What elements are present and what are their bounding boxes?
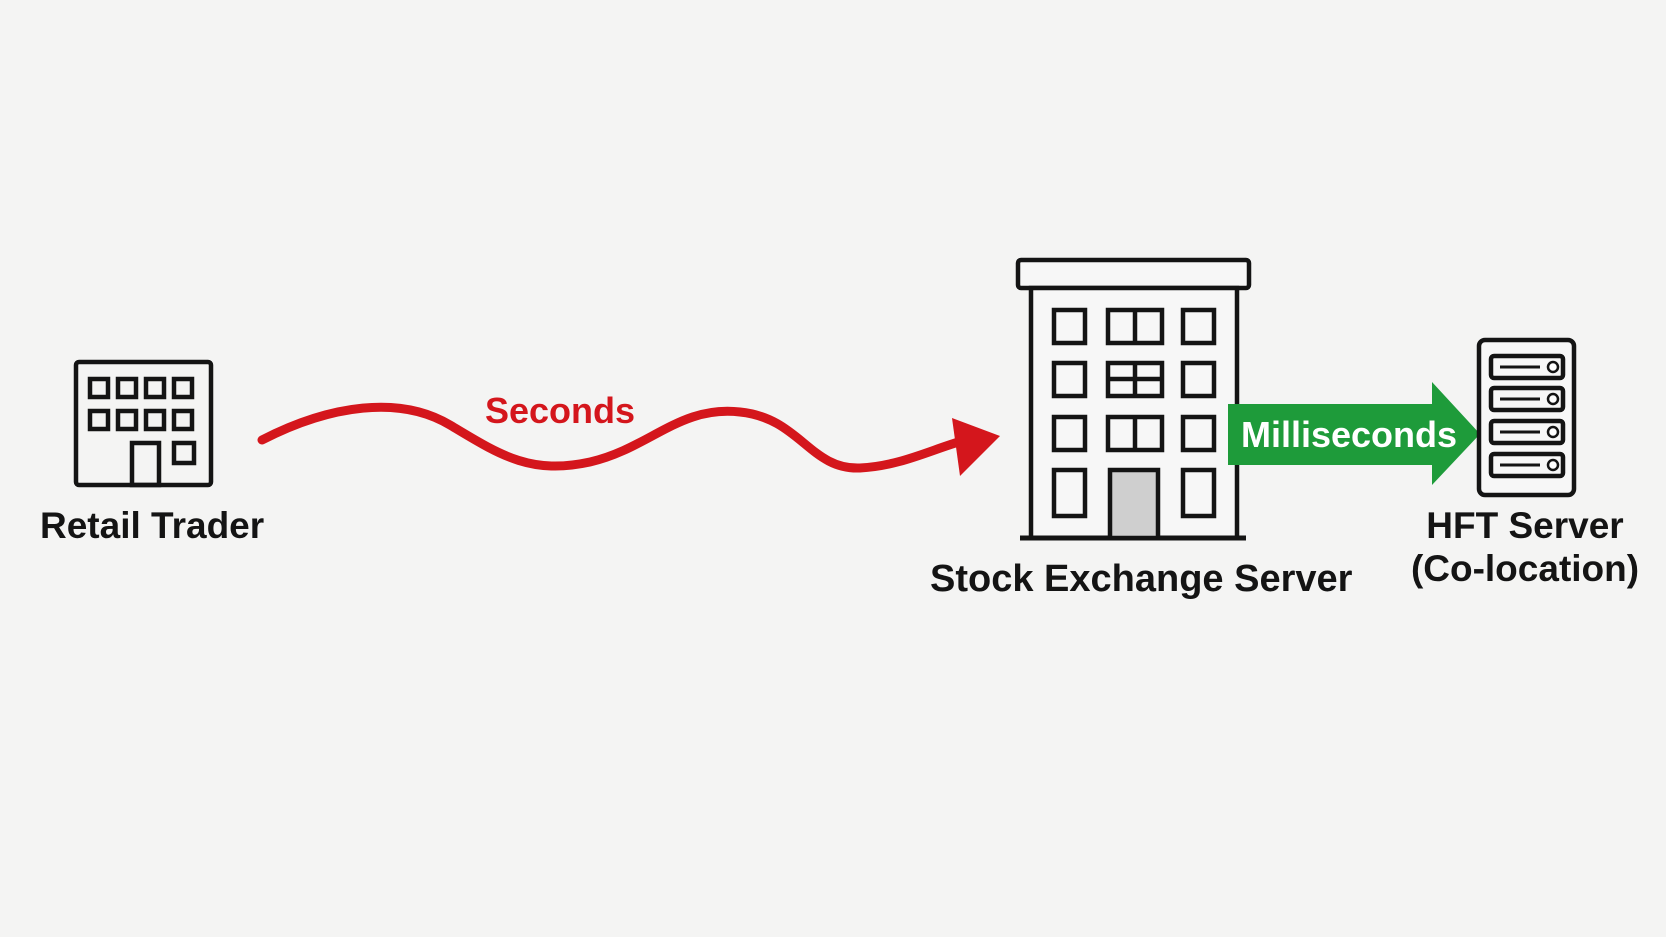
hft-server-subtitle: (Co-location)	[1410, 547, 1640, 589]
hft-server-title: HFT Server	[1426, 505, 1624, 546]
slow-connection-arrow	[257, 402, 1000, 476]
office-building-icon	[1015, 257, 1252, 541]
hft-server-label: HFT Server (Co-location)	[1400, 505, 1650, 590]
fast-latency-label: Milliseconds	[1240, 414, 1458, 455]
slow-latency-label: Seconds	[484, 390, 636, 431]
fast-connection-arrow	[1228, 382, 1480, 485]
small-building-icon	[73, 359, 214, 488]
retail-trader-label: Retail Trader	[40, 505, 265, 546]
stock-exchange-label: Stock Exchange Server	[930, 558, 1353, 600]
server-rack-icon	[1476, 337, 1577, 498]
